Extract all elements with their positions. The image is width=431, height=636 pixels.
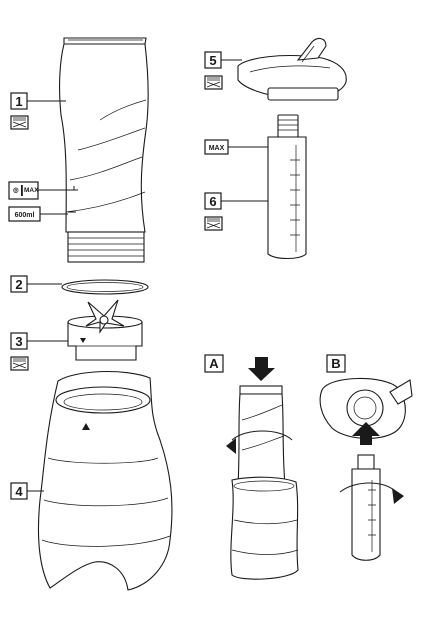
callout-5: 5: [204, 51, 242, 90]
callout-5-number: 5: [209, 53, 216, 68]
max-label: MAX: [204, 139, 268, 155]
capacity-label: 600ml: [8, 206, 68, 222]
seal-ring-part-2: [61, 279, 149, 295]
max-fill-glyph: ◎: [13, 187, 19, 194]
max-fill-indicator: ◎ MAX: [8, 181, 68, 200]
lid-part-5: [237, 37, 347, 101]
dishwasher-icon: [204, 75, 223, 90]
callout-4-number: 4: [15, 484, 23, 499]
callout-2: 2: [10, 275, 62, 293]
callout-3-number: 3: [15, 334, 22, 349]
dishwasher-icon: [204, 216, 223, 231]
step-b-label: B: [326, 354, 346, 373]
rotate-arrow-icon: [226, 438, 236, 454]
callout-4: 4: [10, 482, 44, 500]
callout-2-number: 2: [15, 277, 22, 292]
callout-3: 3: [10, 332, 68, 371]
callout-1-number: 1: [15, 94, 22, 109]
bottle-part-1: [59, 37, 149, 263]
max-icon-label: MAX: [24, 187, 39, 194]
step-a-illustration: [226, 357, 299, 580]
max-label-text: MAX: [209, 145, 225, 152]
callout-6-number: 6: [209, 194, 216, 209]
capacity-text: 600ml: [15, 212, 35, 219]
callout-1: 1: [10, 92, 66, 130]
step-b-illustration: [319, 377, 413, 561]
up-arrow-icon: [352, 422, 380, 445]
dishwasher-icon: [10, 356, 29, 371]
step-b-letter: B: [331, 356, 340, 371]
down-arrow-icon: [248, 357, 275, 381]
dishwasher-icon: [10, 115, 29, 130]
blade-assembly-part-3: [67, 299, 143, 361]
ice-tube-part-6: [267, 114, 307, 260]
motor-base-part-4: [37, 371, 173, 591]
rotate-arrow-icon: [392, 488, 404, 504]
step-a-letter: A: [209, 356, 219, 371]
callout-6: 6: [204, 192, 268, 231]
step-a-label: A: [204, 354, 224, 373]
